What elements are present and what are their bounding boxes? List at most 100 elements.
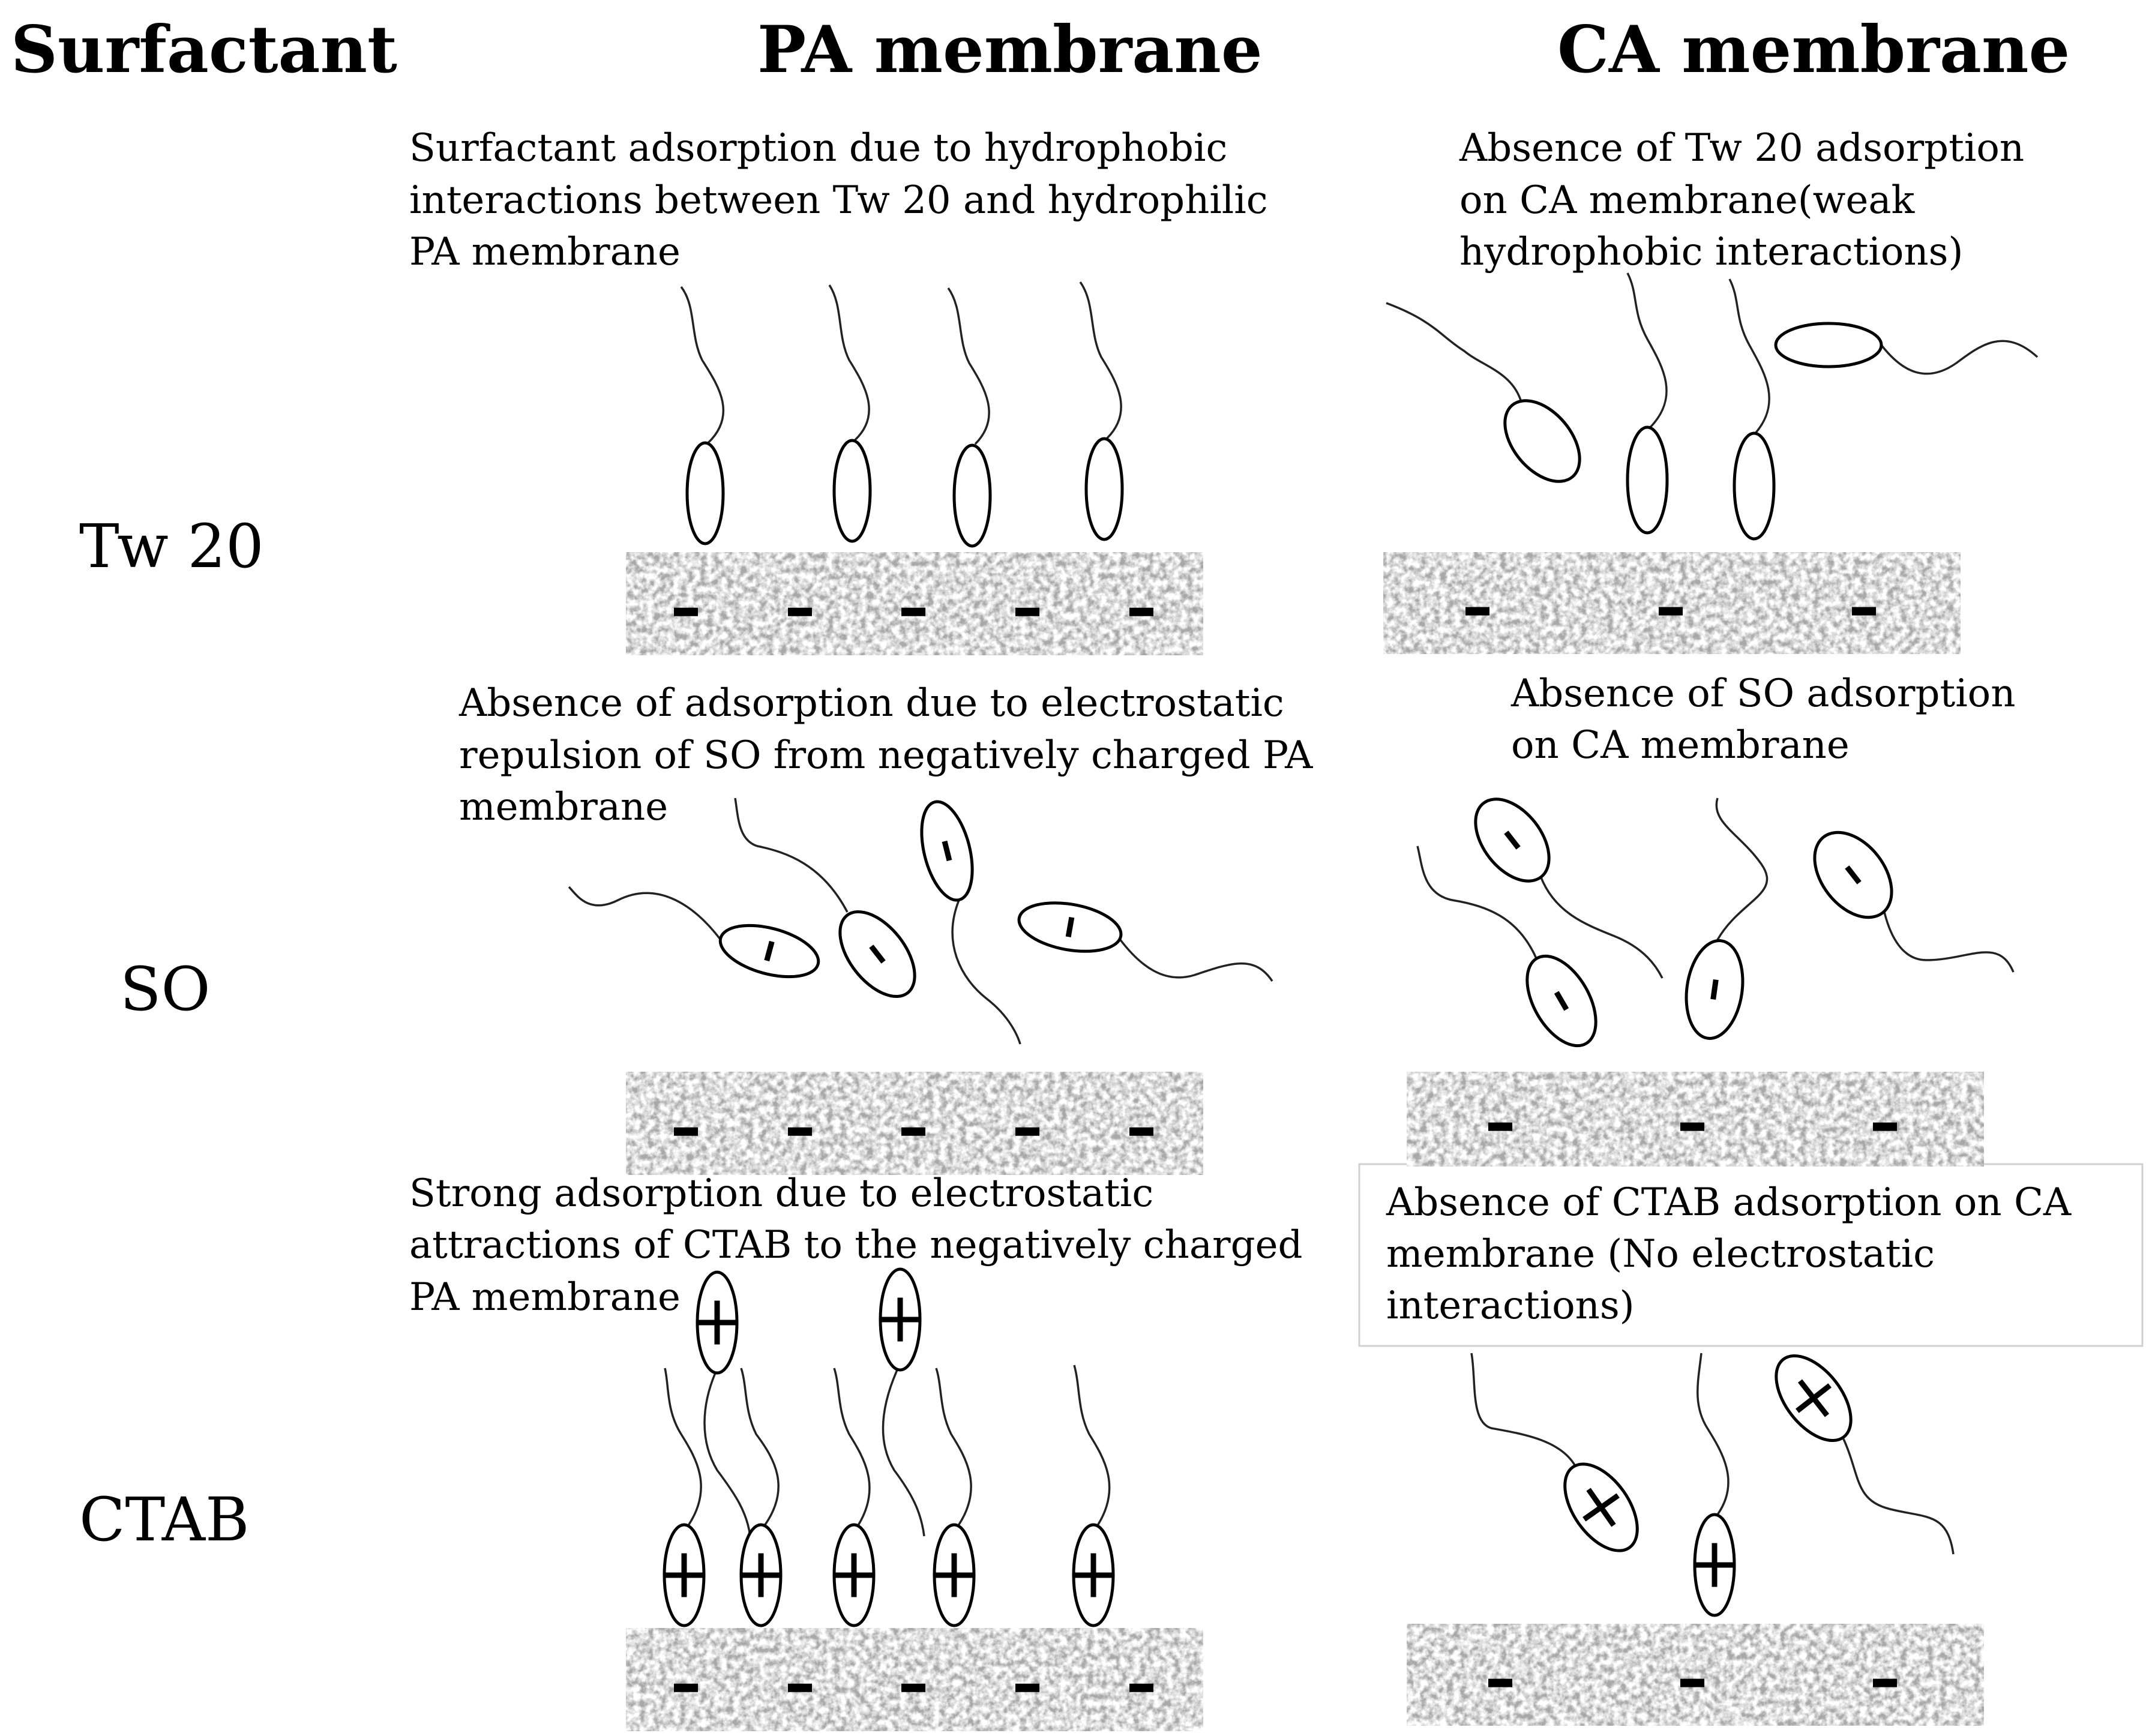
negative-charge-icon bbox=[674, 607, 698, 616]
hydrophobic-tail bbox=[1842, 1438, 1955, 1555]
tw20-pa-molecule bbox=[828, 284, 872, 543]
header-surfactant: Surfactant bbox=[11, 12, 397, 88]
ctab-pa-molecule bbox=[663, 1368, 706, 1627]
so-ca-molecule bbox=[1416, 845, 1597, 1048]
plus-sign-icon bbox=[1072, 1553, 1114, 1597]
plus-sign-icon bbox=[833, 1553, 875, 1597]
ctab-ca-molecule bbox=[1693, 1353, 1736, 1617]
hydrophobic-tail bbox=[703, 1372, 751, 1537]
plus-sign-icon bbox=[1796, 1379, 1832, 1417]
negative-charge-icon bbox=[674, 1127, 698, 1136]
svg-text:on CA membrane(weak: on CA membrane(weak bbox=[1459, 178, 1915, 223]
tw20-ca-molecule bbox=[1386, 302, 1581, 483]
hydrophobic-tail bbox=[740, 1368, 780, 1528]
ctab-pa-molecule bbox=[739, 1368, 783, 1627]
negative-charge-icon bbox=[1873, 1122, 1897, 1131]
negative-charge-icon bbox=[788, 1127, 812, 1136]
so-ca-molecule bbox=[1685, 797, 1769, 1040]
hydrophilic-head bbox=[1503, 399, 1581, 483]
negative-charge-icon bbox=[1659, 607, 1683, 616]
hydrophobic-tail bbox=[1715, 797, 1769, 940]
hydrophobic-tail bbox=[1079, 281, 1122, 439]
minus-sign-icon bbox=[1504, 830, 1521, 850]
hydrophobic-tail bbox=[1416, 845, 1537, 959]
membrane-slab bbox=[1407, 1624, 1984, 1726]
ctab-pa-molecule bbox=[832, 1368, 876, 1627]
minus-sign-icon bbox=[1065, 916, 1075, 938]
negative-charge-icon bbox=[1465, 607, 1489, 616]
membrane-slab bbox=[626, 1628, 1203, 1731]
plus-sign-icon bbox=[933, 1553, 975, 1597]
pa-membrane-tw20 bbox=[626, 552, 1203, 655]
hydrophobic-tail bbox=[1880, 340, 2039, 375]
hydrophobic-tail bbox=[1470, 1353, 1576, 1467]
negative-charge-icon bbox=[1852, 607, 1876, 616]
minus-sign-icon bbox=[764, 940, 775, 962]
svg-text:membrane (No electrostatic: membrane (No electrostatic bbox=[1386, 1232, 1935, 1276]
svg-text:hydrophobic interactions): hydrophobic interactions) bbox=[1459, 230, 1963, 274]
negative-charge-icon bbox=[901, 607, 925, 616]
plus-sign-icon bbox=[740, 1553, 782, 1597]
svg-text:Surfactant adsorption due to: Surfactant adsorption due to hydrophobic bbox=[409, 126, 1227, 170]
negative-charge-icon bbox=[1680, 1122, 1704, 1131]
svg-text:repulsion of SO from negativel: repulsion of SO from negatively charged … bbox=[459, 733, 1313, 778]
hydrophobic-tail bbox=[828, 284, 870, 441]
hydrophobic-tail bbox=[947, 287, 990, 445]
so-ca-molecule bbox=[1474, 797, 1664, 979]
ctab-pa-description: Strong adsorption due to electrostatic a… bbox=[409, 1171, 1302, 1320]
minus-sign-icon bbox=[1554, 991, 1569, 1011]
pa-membrane-so bbox=[626, 1072, 1203, 1175]
hydrophobic-tail bbox=[1073, 1365, 1111, 1528]
minus-sign-icon bbox=[869, 945, 886, 964]
negative-charge-icon bbox=[901, 1683, 925, 1692]
negative-charge-icon bbox=[1129, 1683, 1153, 1692]
ca-membrane-tw20 bbox=[1383, 552, 1961, 654]
pa-membrane-ctab bbox=[626, 1628, 1203, 1731]
hydrophilic-head bbox=[832, 439, 872, 543]
minus-sign-icon bbox=[1710, 979, 1719, 1000]
svg-text:on CA membrane: on CA membrane bbox=[1511, 723, 1850, 767]
negative-charge-icon bbox=[1488, 1678, 1512, 1687]
hydrophobic-tail bbox=[568, 886, 721, 940]
svg-text:interactions between Tw 20 and: interactions between Tw 20 and hydrophil… bbox=[409, 178, 1268, 223]
tw20-pa-molecule bbox=[947, 287, 992, 548]
tw20-ca-molecule bbox=[1626, 272, 1669, 535]
hydrophobic-tail bbox=[833, 1368, 871, 1528]
tw20-ca-molecule bbox=[1728, 278, 1776, 541]
svg-text:Absence of adsorption due to: Absence of adsorption due to electrostat… bbox=[458, 681, 1284, 725]
tw20-pa-molecule bbox=[680, 286, 725, 545]
so-pa-molecule bbox=[734, 797, 916, 999]
plus-sign-icon bbox=[1694, 1543, 1736, 1587]
hydrophobic-tail bbox=[935, 1368, 972, 1528]
negative-charge-icon bbox=[1015, 1127, 1039, 1136]
minus-sign-icon bbox=[1845, 865, 1862, 885]
membrane-slab bbox=[1407, 1072, 1984, 1167]
hydrophobic-tail bbox=[734, 797, 849, 913]
svg-text:interactions): interactions) bbox=[1386, 1284, 1635, 1328]
so-ca-description: Absence of SO adsorption on CA membrane bbox=[1510, 671, 2015, 767]
membrane-slab bbox=[626, 552, 1203, 655]
hydrophobic-tail bbox=[680, 286, 725, 444]
svg-text:Absence of Tw 20 adsorption: Absence of Tw 20 adsorption bbox=[1459, 126, 2024, 170]
tw20-ca-molecule bbox=[1774, 322, 2039, 375]
ctab-ca-description: Absence of CTAB adsorption on CA membran… bbox=[1386, 1180, 2072, 1328]
header-ca-membrane: CA membrane bbox=[1557, 12, 2070, 88]
tw20-pa-molecule bbox=[1079, 281, 1124, 541]
hydrophobic-tail bbox=[882, 1369, 925, 1537]
ca-membrane-so bbox=[1407, 1072, 1984, 1167]
tw20-pa-description: Surfactant adsorption due to hydrophobic… bbox=[409, 126, 1268, 274]
so-pa-molecule bbox=[568, 886, 820, 979]
svg-text:Strong adsorption due to elec: Strong adsorption due to electrostatic bbox=[409, 1171, 1153, 1216]
negative-charge-icon bbox=[901, 1127, 925, 1136]
negative-charge-icon bbox=[788, 1683, 812, 1692]
hydrophilic-head bbox=[1084, 437, 1124, 541]
svg-text:attractions of CTAB to the neg: attractions of CTAB to the negatively ch… bbox=[409, 1223, 1302, 1267]
svg-text:PA membrane: PA membrane bbox=[409, 230, 681, 274]
row-label-so: SO bbox=[120, 954, 211, 1024]
hydrophobic-tail bbox=[1697, 1353, 1730, 1516]
hydrophobic-tail bbox=[1119, 938, 1273, 982]
hydrophobic-tail bbox=[1626, 272, 1668, 428]
so-pa-molecule bbox=[920, 800, 1021, 1045]
negative-charge-icon bbox=[788, 607, 812, 616]
negative-charge-icon bbox=[674, 1683, 698, 1692]
